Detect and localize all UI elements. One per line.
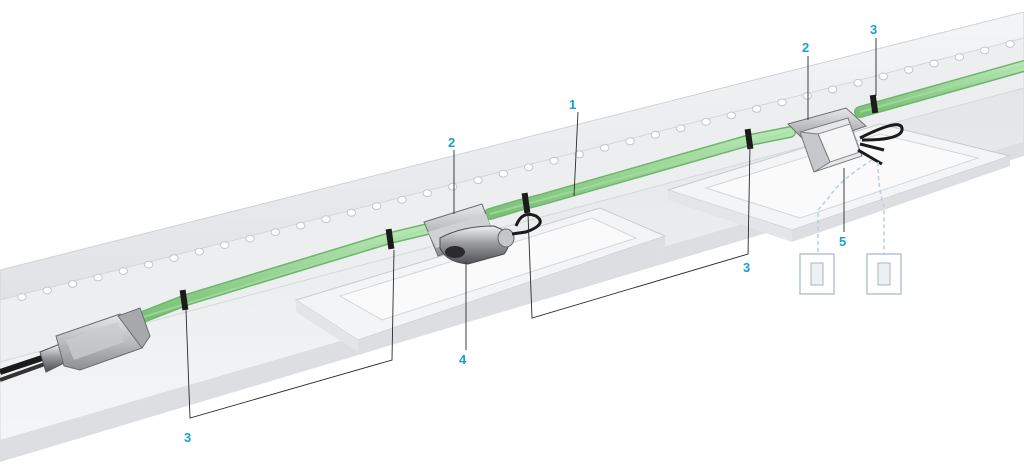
rail-hole — [270, 228, 280, 237]
rail-hole — [853, 79, 863, 87]
rail-hole — [296, 221, 306, 230]
rail-mounting-holes — [17, 40, 1015, 301]
tap-drop-loop-right — [857, 123, 904, 166]
rail-hole — [549, 156, 559, 165]
wall-switch-left — [799, 253, 835, 295]
cable-clips — [179, 94, 879, 311]
rail-hole — [802, 92, 812, 100]
rail-hole — [144, 260, 154, 269]
rail-hole — [929, 59, 939, 68]
tap-drop-loop — [511, 212, 542, 236]
rail-hole — [828, 85, 838, 94]
rail-hole — [574, 150, 584, 159]
rail-hole — [93, 273, 103, 282]
callout-2-center: 2 — [448, 135, 455, 150]
mounting-plate-center — [294, 207, 667, 352]
rail-hole — [676, 124, 686, 133]
cable-clip — [179, 289, 189, 311]
rail-hole — [220, 241, 230, 250]
rail-hole — [169, 254, 179, 263]
rail-hole — [346, 208, 356, 217]
wall-switch-right — [866, 253, 902, 295]
rail-hole — [701, 117, 711, 126]
rail-hole — [954, 53, 964, 61]
flat-cable — [134, 60, 1024, 324]
rail-hole — [878, 72, 888, 81]
callout-4: 4 — [459, 352, 467, 367]
end-cable-connector — [0, 307, 151, 382]
rail-hole — [600, 143, 610, 152]
cable-clip — [521, 192, 531, 214]
rail-hole — [321, 215, 331, 224]
rail-hole — [726, 111, 736, 120]
callout-3-top-right: 3 — [870, 22, 877, 37]
rail-hole — [194, 247, 205, 256]
rail-hole — [473, 176, 483, 185]
leader-lines — [185, 38, 877, 419]
rail-hole — [372, 202, 382, 211]
rail-hole — [397, 195, 407, 204]
rail-hole — [980, 46, 990, 55]
rail-hole — [42, 286, 52, 295]
tap-connector-center — [423, 203, 542, 265]
cable-clip — [385, 228, 395, 250]
rail-hole — [904, 66, 914, 74]
callout-labels: 1 2 2 3 3 3 4 5 — [184, 22, 877, 445]
cable-clip — [744, 128, 754, 150]
callout-2-right: 2 — [802, 40, 809, 55]
cable-clip — [869, 94, 879, 114]
rail-hole — [650, 130, 660, 139]
rail-hole — [118, 267, 129, 276]
callout-3-middle: 3 — [743, 260, 750, 275]
tap-connector-right — [787, 107, 904, 254]
rail-hole — [752, 105, 762, 113]
rail-hole — [625, 137, 635, 146]
rail-hole — [245, 234, 255, 243]
rail-hole — [777, 98, 787, 107]
callout-5: 5 — [839, 234, 846, 249]
callout-3-bottom-left: 3 — [184, 430, 191, 445]
rail-hole — [422, 189, 432, 198]
rail-hole — [1005, 40, 1015, 48]
mounting-plate-right — [666, 123, 1012, 242]
callout-1: 1 — [569, 97, 576, 112]
rail-hole — [448, 182, 458, 191]
rail-hole — [68, 280, 78, 288]
rail-hole — [524, 163, 534, 172]
rail-hole — [17, 293, 27, 301]
rail-hole — [498, 169, 508, 178]
